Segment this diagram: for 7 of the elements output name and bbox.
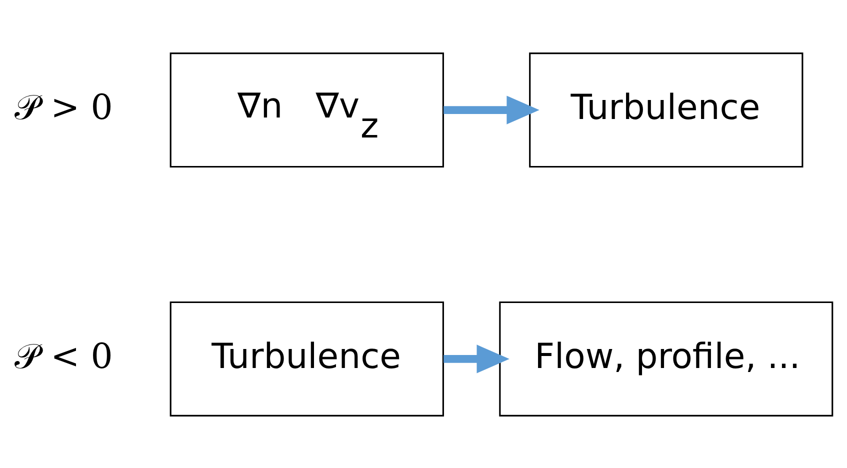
- label: 𝒫 < 0: [14, 336, 113, 376]
- arrow: [444, 95, 540, 124]
- arrow: [444, 344, 510, 373]
- node-box: Turbulence: [170, 300, 444, 416]
- label: 𝒫 > 0: [14, 87, 113, 128]
- node-box: Turbulence: [529, 52, 804, 168]
- node-box: Flow, profile, ...: [499, 300, 834, 416]
